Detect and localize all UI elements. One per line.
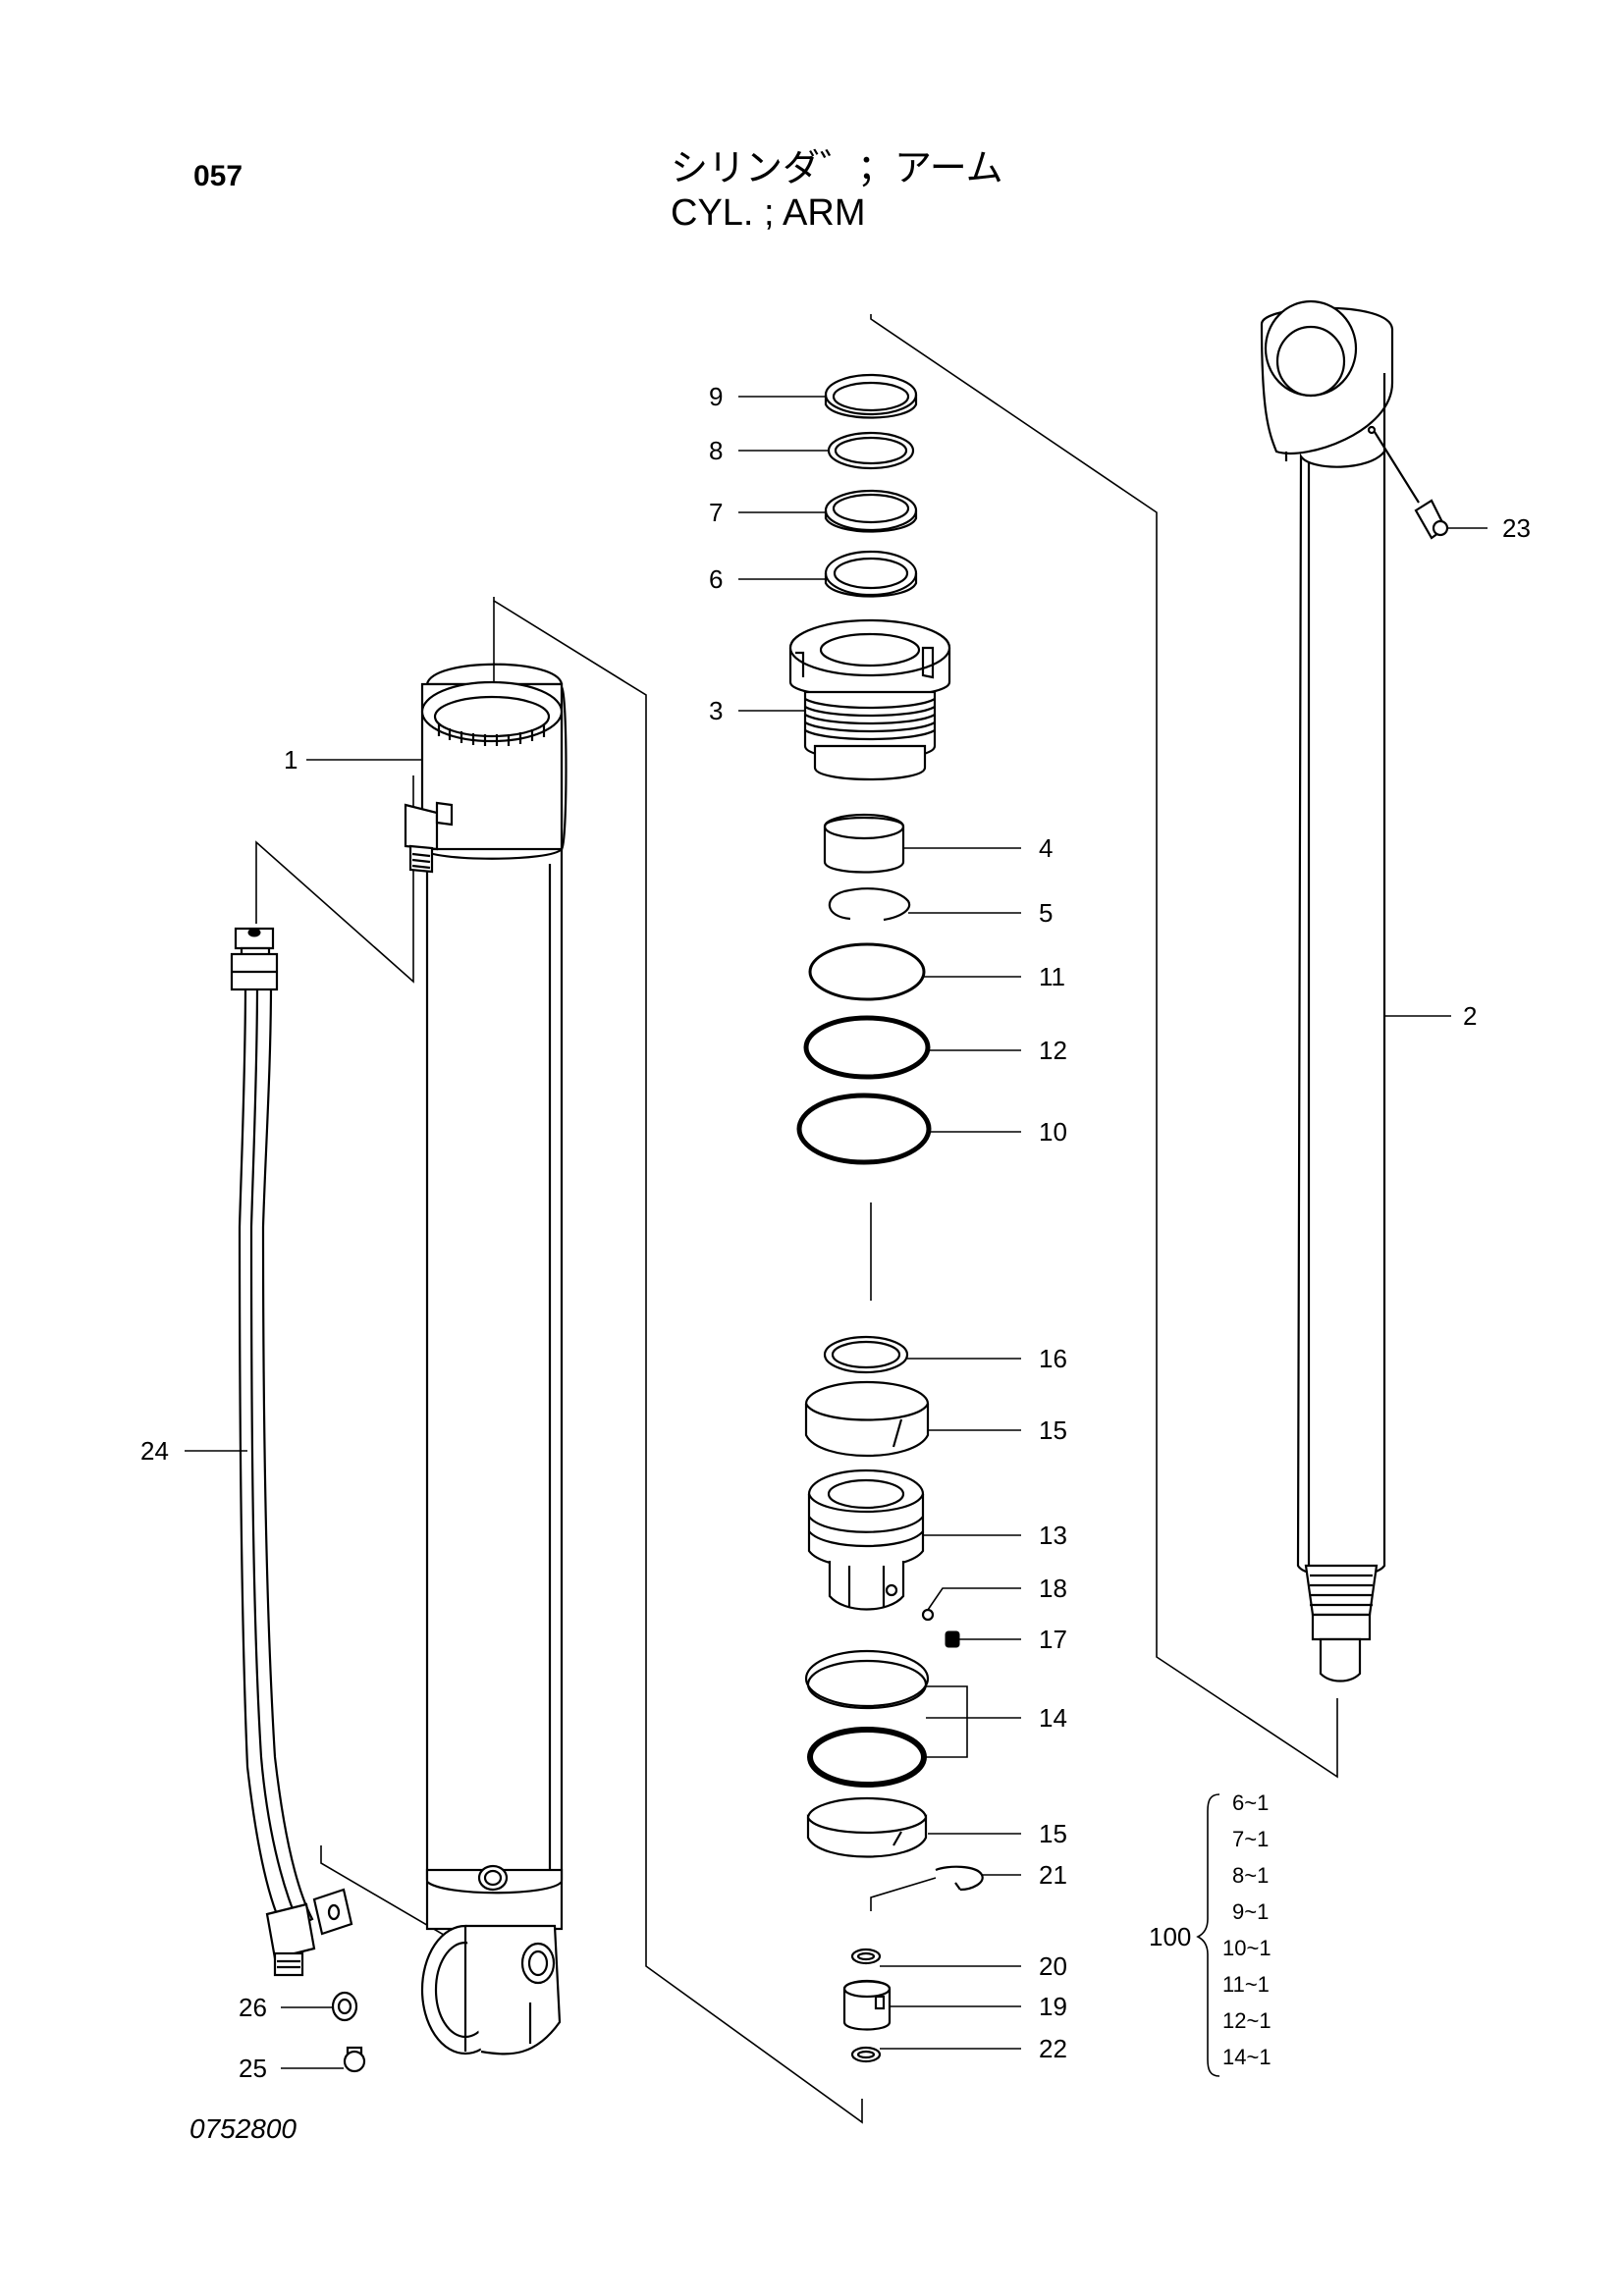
wear-ring-15-lower [806,1796,928,1858]
seal-kit-item: 11~1 [1222,1972,1270,1997]
bolt-25 [343,2046,366,2073]
seal-7 [824,489,918,533]
assembly-guide-lines [255,314,1338,2124]
callout-22: 22 [1039,2034,1067,2063]
page-number: 057 [193,160,243,192]
callout-18: 18 [1039,1574,1067,1603]
seal-kit-item: 9~1 [1232,1899,1269,1924]
callout-11: 11 [1039,962,1065,991]
callout-6: 6 [709,564,723,594]
grease-fitting-23 [1374,431,1449,540]
callout-20: 20 [1039,1951,1067,1981]
callout-3: 3 [709,696,723,725]
callout-4: 4 [1039,833,1053,863]
callout-15-lower: 15 [1039,1819,1067,1848]
seal-kit-item: 7~1 [1232,1827,1269,1851]
callout-2: 2 [1463,1001,1477,1031]
callout-16: 16 [1039,1344,1067,1373]
seal-kit-item: 6~1 [1232,1790,1269,1815]
callout-7: 7 [709,498,723,527]
callout-23: 23 [1502,513,1531,543]
callout-1: 1 [284,745,298,774]
callout-17: 17 [1039,1625,1067,1654]
wear-ring-15-upper [804,1380,930,1457]
cylinder-tube [404,663,568,2056]
drawing-number: 0752800 [189,2113,298,2144]
ring-11 [808,942,926,1001]
callout-21: 21 [1039,1860,1067,1890]
callout-13: 13 [1039,1521,1067,1550]
ring-22 [850,2046,882,2063]
callout-26: 26 [239,1993,267,2022]
callout-9: 9 [709,382,723,411]
callout-labels: 1 2 3 4 5 6 7 8 9 10 11 12 13 14 15 15 1… [140,382,1531,2083]
seal-kit-list: 100 6~1 7~1 8~1 9~1 10~1 11~1 12~1 14~1 [1149,1790,1271,2077]
bushing-4 [823,813,905,874]
callout-14: 14 [1039,1703,1067,1733]
piston-rod-2 [1260,299,1394,1682]
callout-leaders [185,396,1488,2069]
ring-20 [850,1948,882,1965]
set-screw-17 [945,1630,960,1648]
piston-13 [807,1468,925,1611]
callout-12: 12 [1039,1036,1067,1065]
callout-5: 5 [1039,898,1053,928]
seal-kit-item: 14~1 [1222,2045,1271,2069]
callout-15-upper: 15 [1039,1415,1067,1445]
title-english: CYL. ; ARM [671,192,866,234]
snap-ring-5 [828,887,911,922]
seal-kit-item: 8~1 [1232,1863,1269,1888]
steel-ball-18 [921,1608,935,1622]
callout-19: 19 [1039,1992,1067,2021]
stop-ring-21 [935,1865,984,1892]
seal-kit-number: 100 [1149,1922,1191,1951]
callout-8: 8 [709,436,723,465]
o-ring-10 [796,1093,932,1165]
callout-25: 25 [239,2054,267,2083]
seal-kit-item: 10~1 [1222,1936,1271,1960]
callout-24: 24 [140,1436,169,1466]
ring-8 [827,431,915,470]
callout-10: 10 [1039,1117,1067,1147]
seal-kit-item: 12~1 [1222,2008,1271,2033]
washer-26 [331,1991,358,2022]
seal-set-14 [804,1649,930,1788]
seal-6 [824,550,918,598]
cylinder-head-3 [788,618,951,781]
wiper-ring-9 [824,373,918,419]
title-japanese: シリンダ゛；アーム [671,148,1003,189]
washer-16 [823,1335,909,1374]
cushion-bearing-19 [842,1979,892,2031]
pipe [230,927,353,1977]
o-ring-12 [803,1015,931,1080]
